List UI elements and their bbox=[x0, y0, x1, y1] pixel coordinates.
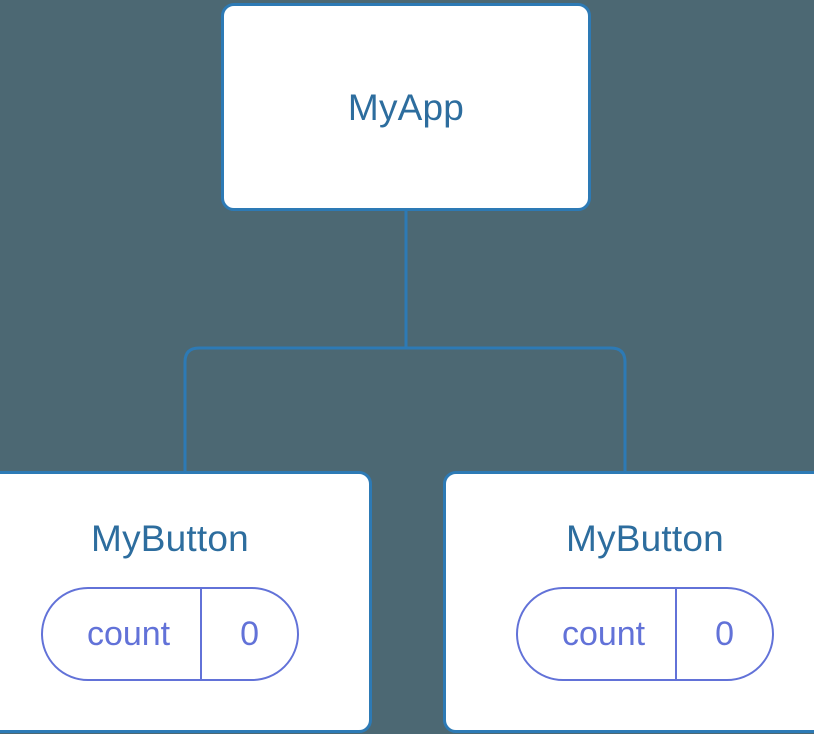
state-pill-count[interactable]: count 0 bbox=[40, 587, 300, 681]
tree-node-title: MyButton bbox=[566, 518, 724, 559]
state-pill-key: count bbox=[561, 615, 646, 653]
state-pill-value: 0 bbox=[200, 589, 297, 679]
tree-node-mybutton-left[interactable]: MyButton count 0 bbox=[0, 471, 372, 733]
state-pill-count[interactable]: count 0 bbox=[515, 587, 775, 681]
tree-node-title: MyButton bbox=[91, 518, 249, 559]
state-pill-key: count bbox=[86, 615, 171, 653]
state-pill-value: 0 bbox=[675, 589, 772, 679]
tree-node-mybutton-right[interactable]: MyButton count 0 bbox=[443, 471, 814, 733]
edge-branch-bar bbox=[183, 346, 627, 471]
tree-node-title: MyApp bbox=[347, 86, 465, 128]
tree-node-myapp[interactable]: MyApp bbox=[221, 3, 591, 211]
